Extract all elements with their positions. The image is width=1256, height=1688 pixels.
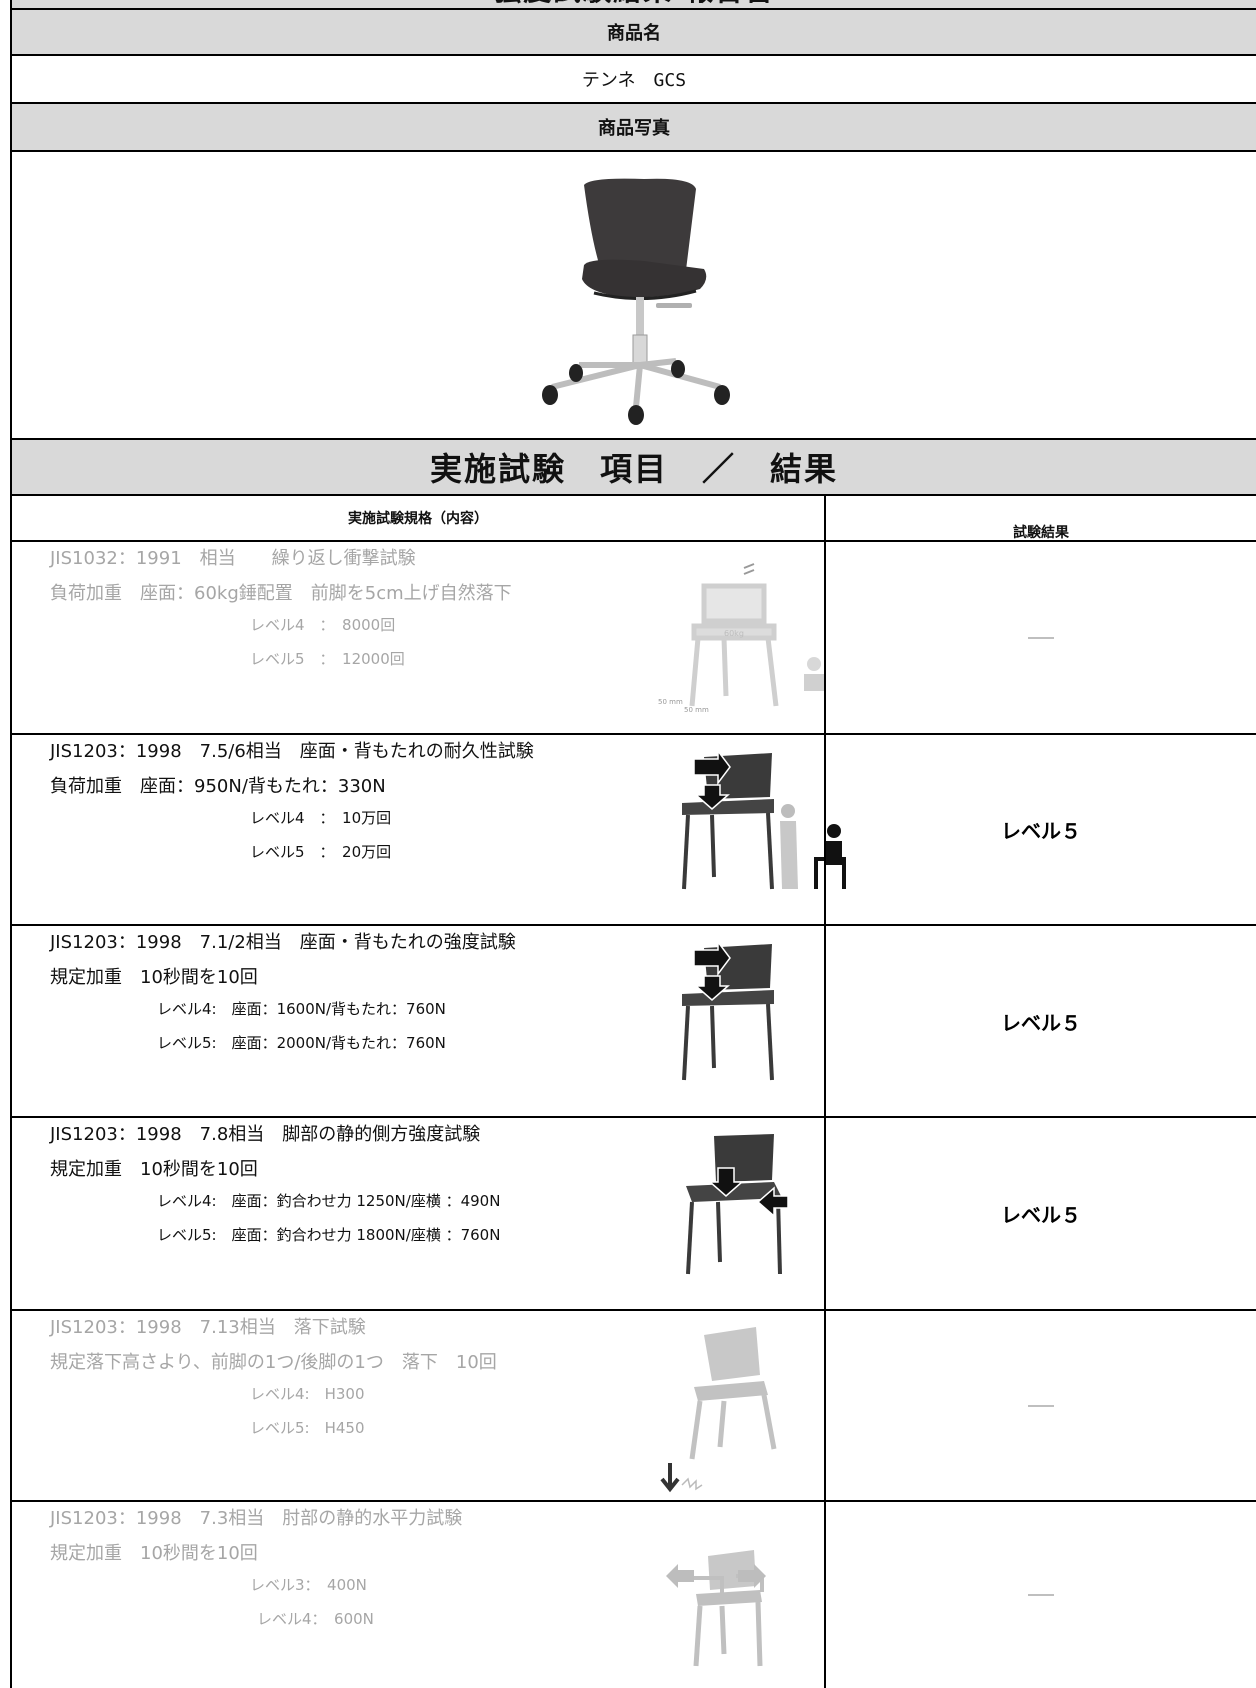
test-result-cell: レベル５ [824, 924, 1256, 1116]
test-level-b: レベル5: H450 [250, 1419, 365, 1437]
report-sheet: 強度試験結果 報告書 商品名 テンネ GCS 商品写真 [10, 0, 1256, 1688]
product-name-label: 商品名 [10, 8, 1256, 54]
test-result-value: レベル５ [1001, 819, 1081, 843]
test-level-a: レベル4: H300 [250, 1385, 365, 1403]
product-name: テンネ GCS [581, 70, 687, 91]
report-title: 強度試験結果 報告書 [493, 0, 775, 8]
product-photo-label: 商品写真 [10, 102, 1256, 150]
test-level-b: レベル5: 座面：2000N/背もたれ：760N [157, 1034, 446, 1052]
test-result-cell: レベル５ [824, 1116, 1256, 1309]
report-title-bar: 強度試験結果 報告書 [10, 0, 1256, 8]
test-standard: JIS1203：1998 7.3相当 肘部の静的水平力試験 [50, 1508, 463, 1529]
test-standard: JIS1203：1998 7.5/6相当 座面・背もたれの耐久性試験 [50, 741, 534, 762]
svg-text:50 mm: 50 mm [684, 706, 709, 714]
svg-text:50 mm: 50 mm [658, 698, 683, 706]
test-load-condition: 規定加重 10秒間を10回 [50, 967, 258, 988]
drop-test-illustration [660, 1327, 777, 1493]
test-spec-cell: JIS1203：1998 7.8相当 脚部の静的側方強度試験規定加重 10秒間を… [10, 1116, 824, 1309]
test-spec-cell: JIS1203：1998 7.3相当 肘部の静的水平力試験規定加重 10秒間を1… [10, 1500, 824, 1688]
test-level-b: レベル5 ： 20万回 [250, 843, 392, 861]
test-result-cell: レベル５ [824, 733, 1256, 924]
office-chair-photo [542, 178, 730, 425]
test-result-value: レベル５ [1001, 1010, 1081, 1035]
impact-test-illustration: 60kg 50 mm 50 mm [658, 563, 824, 714]
test-result-cell [824, 1500, 1256, 1688]
test-level-a: レベル4: 座面：釣合わせ力 1250N/座横 ：490N [157, 1192, 501, 1210]
test-standard: JIS1203：1998 7.8相当 脚部の静的側方強度試験 [50, 1124, 481, 1145]
test-result-value: レベル５ [1001, 1203, 1081, 1227]
test-standard: JIS1032：1991 相当 繰り返し衝撃試験 [50, 548, 416, 569]
product-photo-label-text: 商品写真 [598, 118, 670, 139]
test-level-b: レベル5 ： 12000回 [250, 650, 405, 668]
test-level-a: レベル4: 座面：1600N/背もたれ：760N [157, 1000, 446, 1018]
test-load-condition: 規定加重 10秒間を10回 [50, 1543, 258, 1564]
test-level-b: レベル4： 600N [257, 1610, 374, 1628]
test-spec-cell: JIS1203：1998 7.5/6相当 座面・背もたれの耐久性試験負荷加重 座… [10, 733, 846, 924]
test-level-a: レベル4 ： 10万回 [250, 809, 392, 827]
svg-text:60kg: 60kg [724, 629, 744, 638]
test-level-a: レベル4 ： 8000回 [250, 616, 396, 634]
column-header-result-text: 試験結果 [1013, 525, 1069, 541]
column-header-spec: 実施試験規格（内容） [10, 494, 824, 540]
no-result-dash [1028, 636, 1054, 639]
test-standard: JIS1203：1998 7.13相当 落下試験 [50, 1317, 366, 1338]
test-result-cell [824, 540, 1256, 733]
durability-test-illustration [682, 748, 846, 890]
test-spec-cell: JIS1203：1998 7.1/2相当 座面・背もたれの強度試験規定加重 10… [10, 924, 824, 1116]
test-standard: JIS1203：1998 7.1/2相当 座面・背もたれの強度試験 [50, 932, 516, 953]
test-load-condition: 規定落下高さより、前脚の1つ/後脚の1つ 落下 10回 [50, 1352, 497, 1373]
product-name-label-text: 商品名 [607, 23, 661, 44]
product-name-row: テンネ GCS [10, 54, 1256, 102]
test-section-title-bar: 実施試験 項目 ／ 結果 [10, 438, 1256, 494]
no-result-dash [1028, 1594, 1054, 1596]
armrest-test-illustration [666, 1550, 766, 1667]
test-spec-cell: JIS1032：1991 相当 繰り返し衝撃試験負荷加重 座面：60kg錘配置 … [10, 540, 824, 733]
test-load-condition: 規定加重 10秒間を10回 [50, 1159, 258, 1180]
test-level-a: レベル3： 400N [250, 1576, 367, 1594]
test-level-b: レベル5: 座面：釣合わせ力 1800N/座横 ：760N [157, 1226, 501, 1244]
test-result-cell [824, 1309, 1256, 1500]
column-header-spec-text: 実施試験規格（内容） [348, 511, 488, 527]
test-spec-cell: JIS1203：1998 7.13相当 落下試験規定落下高さより、前脚の1つ/後… [10, 1309, 824, 1500]
test-section-title: 実施試験 項目 ／ 結果 [429, 450, 838, 488]
test-load-condition: 負荷加重 座面：950N/背もたれ：330N [50, 776, 386, 797]
test-load-condition: 負荷加重 座面：60kg錘配置 前脚を5cm上げ自然落下 [50, 583, 512, 604]
column-header-result: 試験結果 [824, 494, 1256, 541]
product-photo-area [10, 150, 1256, 438]
strength-test-illustration [682, 939, 774, 1081]
no-result-dash [1028, 1404, 1054, 1407]
lateral-test-illustration [686, 1134, 789, 1275]
